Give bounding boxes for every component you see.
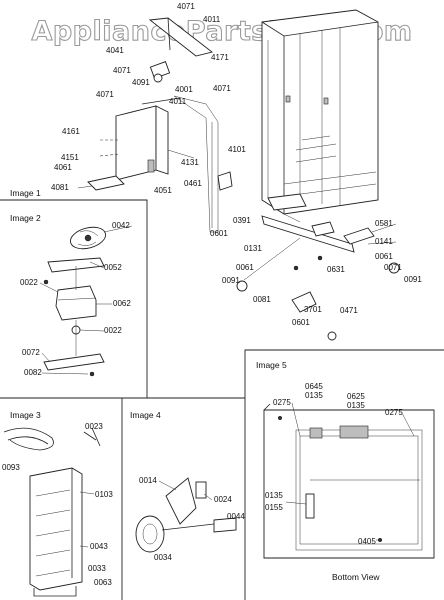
damper-shaft-drawing: [135, 477, 237, 553]
part-label: 0082: [24, 368, 42, 377]
part-label: 0071: [384, 263, 402, 272]
part-label: 4011: [169, 97, 187, 106]
part-label: 0024: [214, 495, 232, 504]
bottom-view-drawing: [263, 403, 435, 559]
part-label: 0052: [104, 263, 122, 272]
part-label: 4071: [96, 90, 114, 99]
panel-title-image2: Image 2: [10, 213, 41, 223]
part-label: 0141: [375, 237, 393, 246]
evaporator-coil-drawing: [3, 427, 101, 597]
part-label: 0093: [2, 463, 20, 472]
part-label: 0405: [358, 537, 376, 546]
panel-title-image1: Image 1: [10, 188, 41, 198]
part-label: 0061: [375, 252, 393, 261]
part-label: 0135: [347, 401, 365, 410]
part-label: 4171: [211, 53, 229, 62]
cabinet-drawing: [261, 9, 379, 215]
base-rail-drawing: [236, 193, 400, 341]
part-label: 4051: [154, 186, 172, 195]
part-label: 4071: [177, 2, 195, 11]
part-label: 4091: [132, 78, 150, 87]
part-label: 0581: [375, 219, 393, 228]
part-label: 0042: [112, 221, 130, 230]
part-label: 0461: [184, 179, 202, 188]
part-label: 4041: [106, 46, 124, 55]
leader-lines: [39, 149, 415, 548]
part-label: 0471: [340, 306, 358, 315]
part-label: 4081: [51, 183, 69, 192]
part-label: 0601: [210, 229, 228, 238]
part-label: 4071: [213, 84, 231, 93]
evaporator-cover-drawing: [87, 17, 233, 233]
part-label: 4011: [203, 15, 221, 24]
part-label: 0645: [305, 382, 323, 391]
part-label: 0091: [404, 275, 422, 284]
part-label: 0022: [20, 278, 38, 287]
part-label: 0022: [104, 326, 122, 335]
part-label: 0625: [347, 392, 365, 401]
panel-borders: [0, 199, 444, 600]
part-label: 0023: [85, 422, 103, 431]
part-label: 0275: [273, 398, 291, 407]
part-label: 0044: [227, 512, 245, 521]
part-label: 0155: [265, 503, 283, 512]
part-label: 4101: [228, 145, 246, 154]
part-label: 0061: [236, 263, 254, 272]
part-label: 0033: [88, 564, 106, 573]
part-label: 4071: [113, 66, 131, 75]
part-label: 0135: [265, 491, 283, 500]
part-label: 3701: [304, 305, 322, 314]
part-label: 4151: [61, 153, 79, 162]
part-label: 4061: [54, 163, 72, 172]
part-label: 4161: [62, 127, 80, 136]
part-label: 0135: [305, 391, 323, 400]
part-label: 0601: [292, 318, 310, 327]
part-label: 0014: [139, 476, 157, 485]
part-label: 0091: [222, 276, 240, 285]
part-label: 0043: [90, 542, 108, 551]
fan-motor-drawing: [43, 226, 107, 377]
part-label: 4131: [181, 158, 199, 167]
panel-title-image3: Image 3: [10, 410, 41, 420]
part-label: 0103: [95, 490, 113, 499]
part-label: 0081: [253, 295, 271, 304]
part-label: 0062: [113, 299, 131, 308]
part-label: 0275: [385, 408, 403, 417]
bottom-view-caption: Bottom View: [332, 572, 380, 582]
part-label: 0631: [327, 265, 345, 274]
part-label: 4001: [175, 85, 193, 94]
panel-title-image4: Image 4: [130, 410, 161, 420]
part-label: 0072: [22, 348, 40, 357]
part-label: 0063: [94, 578, 112, 587]
part-label: 0034: [154, 553, 172, 562]
part-label: 0391: [233, 216, 251, 225]
part-label: 0131: [244, 244, 262, 253]
panel-title-image5: Image 5: [256, 360, 287, 370]
